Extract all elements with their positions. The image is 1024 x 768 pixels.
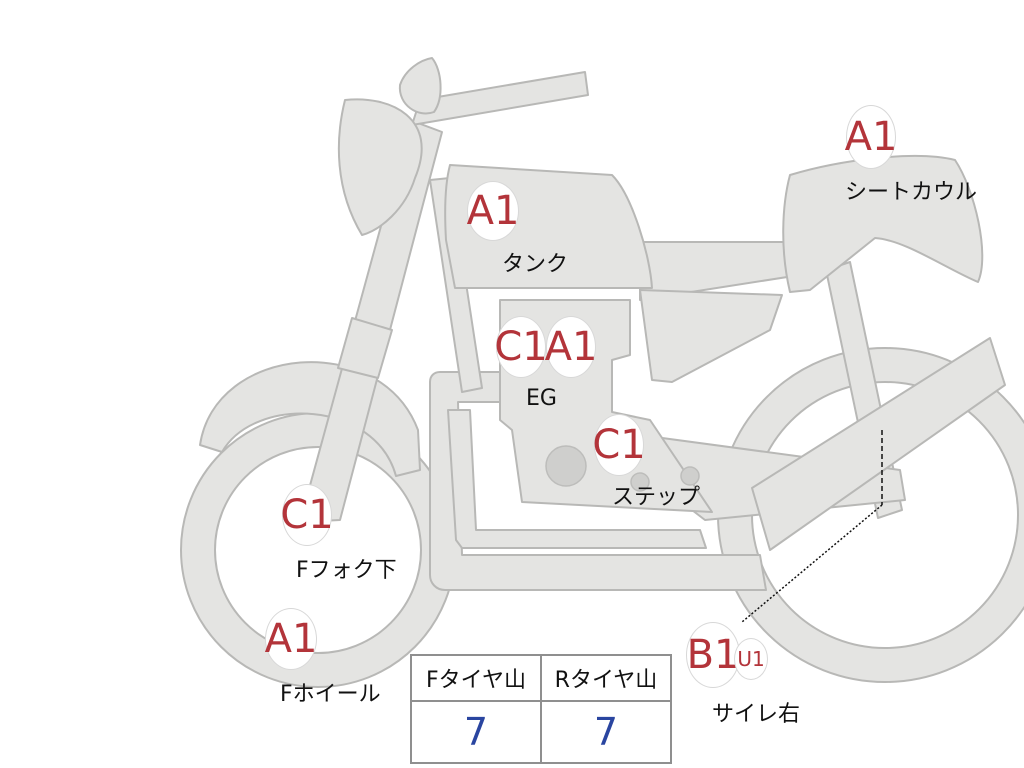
front-fork-shape xyxy=(299,119,443,523)
front-wheel-label: Fホイール xyxy=(280,682,381,707)
exhaust-pipe-inner-shape xyxy=(447,409,707,549)
muffler-label: サイレ右 xyxy=(712,702,801,727)
fork-boot-shape xyxy=(337,317,393,379)
rear-tire-header: Rタイヤ山 xyxy=(540,654,672,702)
foot-peg-left-shape xyxy=(630,472,650,492)
table-value-row: 7 7 xyxy=(410,700,672,764)
step-grade-badge: C1 xyxy=(592,414,646,476)
front-fork-label: Fフォク下 xyxy=(296,558,397,583)
step-label: ステップ xyxy=(612,485,701,510)
seat-cowl-label: シートカウル xyxy=(845,180,978,205)
table-header-row: Fタイヤ山 Rタイヤ山 xyxy=(410,654,672,702)
engine-grade-badge-1: C1 xyxy=(494,316,548,378)
front-tire-header: Fタイヤ山 xyxy=(410,654,542,702)
exhaust-pipe-shape xyxy=(429,371,767,591)
side-cover-shape xyxy=(639,289,783,383)
muffler-shape xyxy=(751,337,1006,551)
front-fork-grade-badge: C1 xyxy=(280,484,334,546)
tire-tread-table: Fタイヤ山 Rタイヤ山 7 7 xyxy=(410,654,672,764)
tank-label: タンク xyxy=(502,252,569,277)
engine-label: EG xyxy=(526,386,557,411)
seat-cowl-shape xyxy=(782,154,984,293)
headlight-shape xyxy=(337,98,423,236)
seat-cowl-grade-badge: A1 xyxy=(845,105,897,169)
front-wheel-grade-badge: A1 xyxy=(265,608,317,670)
tank-grade-badge: A1 xyxy=(467,181,519,241)
muffler-grade-badge: B1 xyxy=(686,622,740,688)
rear-tire-value: 7 xyxy=(540,700,672,764)
muffler-indicator-line xyxy=(741,430,883,623)
engine-cover-shape xyxy=(545,445,587,487)
speedometer-shape xyxy=(398,57,442,115)
front-tire-value: 7 xyxy=(410,700,542,764)
muffler-extra-grade-badge: U1 xyxy=(734,638,768,680)
engine-grade-badge-2: A1 xyxy=(545,316,597,378)
foot-peg-right-shape xyxy=(680,466,700,486)
